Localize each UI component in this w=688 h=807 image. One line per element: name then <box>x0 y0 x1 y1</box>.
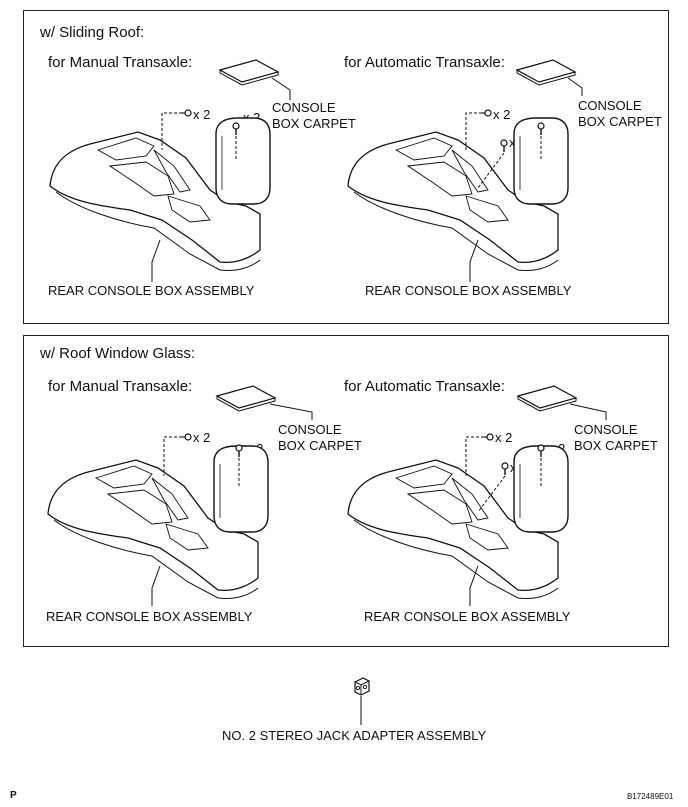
panel-title: w/ Sliding Roof: <box>40 24 145 41</box>
clip-count: x 2 <box>493 107 511 122</box>
jack-adapter-label: NO. 2 STEREO JACK ADAPTER ASSEMBLY <box>222 728 487 743</box>
variant-title: for Automatic Transaxle: <box>344 378 505 395</box>
assembly-label: REAR CONSOLE BOX ASSEMBLY <box>365 283 572 298</box>
footer-right: B172489E01 <box>627 792 674 801</box>
variant-title: for Automatic Transaxle: <box>344 54 505 71</box>
stereo-jack-adapter-drawing <box>354 677 370 696</box>
console-drawing <box>347 445 569 600</box>
carpet-drawing <box>516 59 576 86</box>
clip-count: x 2 <box>193 430 211 445</box>
assembly-label: REAR CONSOLE BOX ASSEMBLY <box>46 609 253 624</box>
carpet-drawing <box>216 385 276 412</box>
console-drawing <box>347 117 569 272</box>
clip-count: x 2 <box>193 107 211 122</box>
footer-left: P <box>10 790 17 801</box>
console-drawing <box>47 445 269 600</box>
console-drawing <box>49 117 271 272</box>
clip-count: x 2 <box>495 430 513 445</box>
variant-title: for Manual Transaxle: <box>48 378 193 395</box>
assembly-label: REAR CONSOLE BOX ASSEMBLY <box>48 283 255 298</box>
panel-title: w/ Roof Window Glass: <box>40 345 196 362</box>
variant-title: for Manual Transaxle: <box>48 54 193 71</box>
assembly-label: REAR CONSOLE BOX ASSEMBLY <box>364 609 571 624</box>
carpet-drawing <box>517 385 577 412</box>
carpet-drawing <box>219 59 279 86</box>
